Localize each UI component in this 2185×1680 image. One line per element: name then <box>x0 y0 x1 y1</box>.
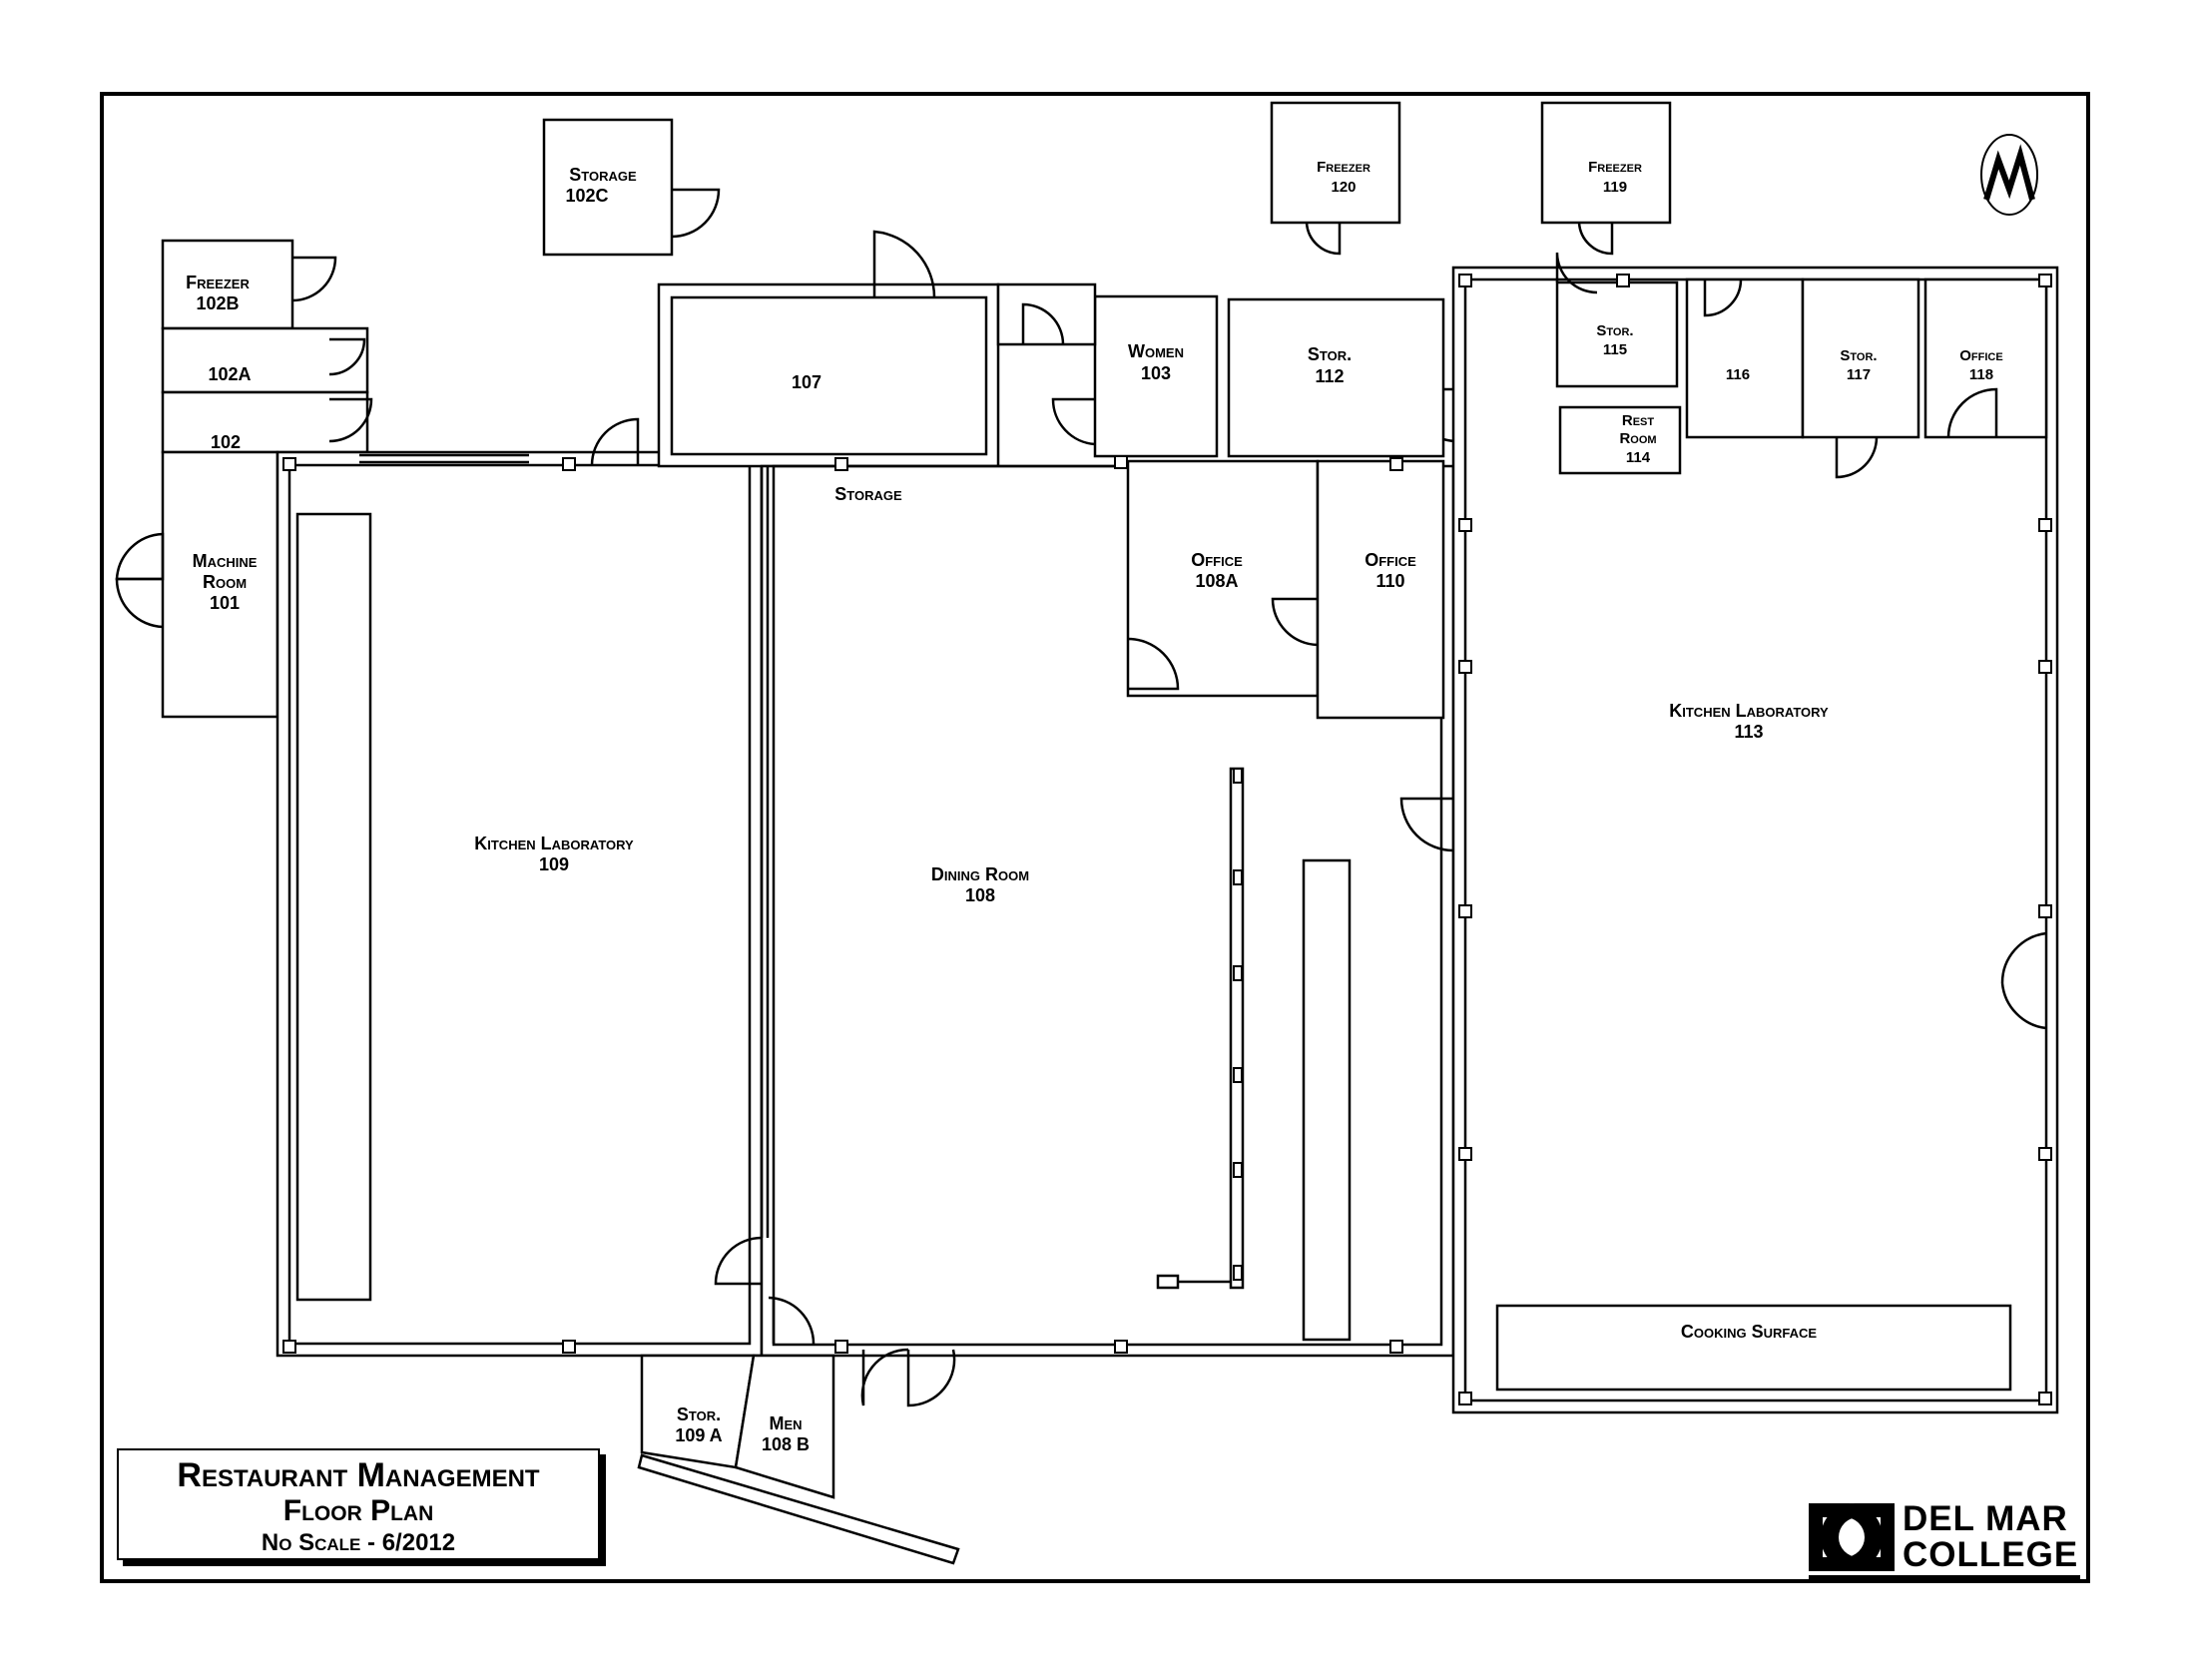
label-113-name: Kitchen Laboratory <box>1669 701 1829 721</box>
label-103-name: Women <box>1128 341 1184 361</box>
label-109-name: Kitchen Laboratory <box>474 834 634 853</box>
storage-115-room <box>1555 252 1679 388</box>
kitchen-lab-113 <box>1451 266 2059 1414</box>
label-117-name: Stor. <box>1840 347 1877 364</box>
mens-room-108b <box>734 1354 835 1499</box>
label-120-name: Freezer <box>1317 159 1370 176</box>
label-108-number: 108 <box>965 885 995 905</box>
del-mar-college-logo: DEL MAR COLLEGE <box>1809 1501 2080 1579</box>
office-108a-room <box>1126 459 1320 698</box>
office-110-room <box>1271 459 1445 720</box>
label-116-number: 116 <box>1726 366 1750 383</box>
label-108a-number: 108A <box>1195 571 1238 591</box>
logo-text: DEL MAR COLLEGE <box>1903 1501 2078 1573</box>
logo-line2: COLLEGE <box>1903 1535 2079 1574</box>
room-102a <box>161 326 369 394</box>
label-114-number: 114 <box>1626 449 1651 466</box>
del-mar-seal-icon <box>1980 134 2038 216</box>
kitchen-lab-109 <box>275 417 764 1358</box>
structural-columns <box>282 274 2052 1405</box>
label-109a-number: 109 A <box>675 1425 722 1445</box>
room-116 <box>1685 278 1805 439</box>
label-102c-name: Storage <box>569 165 637 185</box>
label-102c-number: 102C <box>565 186 608 206</box>
label-115-number: 115 <box>1603 341 1627 358</box>
logo-underline <box>1809 1575 2080 1579</box>
storage-117-room <box>1801 278 1920 479</box>
label-112-number: 112 <box>1315 366 1344 386</box>
label-108b-number: 108 B <box>762 1434 810 1454</box>
label-storage-area: Storage <box>834 484 902 504</box>
label-119-number: 119 <box>1603 179 1627 196</box>
room-107 <box>657 230 1000 468</box>
womens-room-103 <box>1051 294 1219 458</box>
label-119-name: Freezer <box>1588 159 1642 176</box>
label-101-name1: Machine <box>193 551 258 571</box>
label-113-number: 113 <box>1734 722 1763 742</box>
label-118-number: 118 <box>1969 366 1993 383</box>
label-114-name2: Room <box>1619 430 1656 447</box>
rest-room-114 <box>1558 405 1682 475</box>
entry-wall <box>637 1453 960 1565</box>
office-118-room <box>1923 278 2048 439</box>
freezer-119-room <box>1540 101 1672 256</box>
page-frame <box>100 92 2090 1583</box>
label-101-name2: Room <box>203 572 247 592</box>
label-109-number: 109 <box>539 854 569 874</box>
freezer-120-room <box>1270 101 1401 256</box>
label-110-name: Office <box>1365 550 1416 570</box>
label-112-name: Stor. <box>1308 344 1352 364</box>
label-cooking-surface: Cooking Surface <box>1681 1322 1818 1342</box>
title-note: No Scale - 6/2012 <box>261 1529 456 1556</box>
machine-room-101 <box>115 450 279 719</box>
title-main: Restaurant Management <box>177 1456 540 1494</box>
title-block: Restaurant Management Floor Plan No Scal… <box>117 1448 600 1560</box>
label-102b-name: Freezer <box>186 273 250 292</box>
label-102b-number: 102B <box>196 293 239 313</box>
label-108a-name: Office <box>1191 550 1243 570</box>
room-102 <box>161 390 373 454</box>
label-110-number: 110 <box>1375 571 1404 591</box>
storage-102c-room <box>542 118 721 257</box>
label-108-name: Dining Room <box>931 864 1029 884</box>
del-mar-logo-icon <box>1809 1503 1895 1571</box>
label-107-number: 107 <box>792 372 821 392</box>
room-labels: Storage 102C Freezer 120 Freezer 119 Fre… <box>186 159 2003 1454</box>
label-117-number: 117 <box>1847 366 1871 383</box>
label-120-number: 120 <box>1331 179 1356 196</box>
label-108b-name: Men <box>769 1413 802 1433</box>
label-103-number: 103 <box>1141 363 1171 383</box>
label-102a-number: 102A <box>208 364 251 384</box>
label-102-number: 102 <box>211 432 241 452</box>
storage-112-room <box>1227 297 1509 458</box>
label-115-name: Stor. <box>1596 322 1633 339</box>
label-114-name1: Rest <box>1622 412 1655 429</box>
logo-line1: DEL MAR <box>1903 1499 2068 1538</box>
label-101-number: 101 <box>210 593 240 613</box>
label-118-name: Office <box>1959 347 2002 364</box>
label-109a-name: Stor. <box>677 1404 721 1424</box>
corridor-door <box>996 282 1097 346</box>
title-sub: Floor Plan <box>282 1494 434 1527</box>
